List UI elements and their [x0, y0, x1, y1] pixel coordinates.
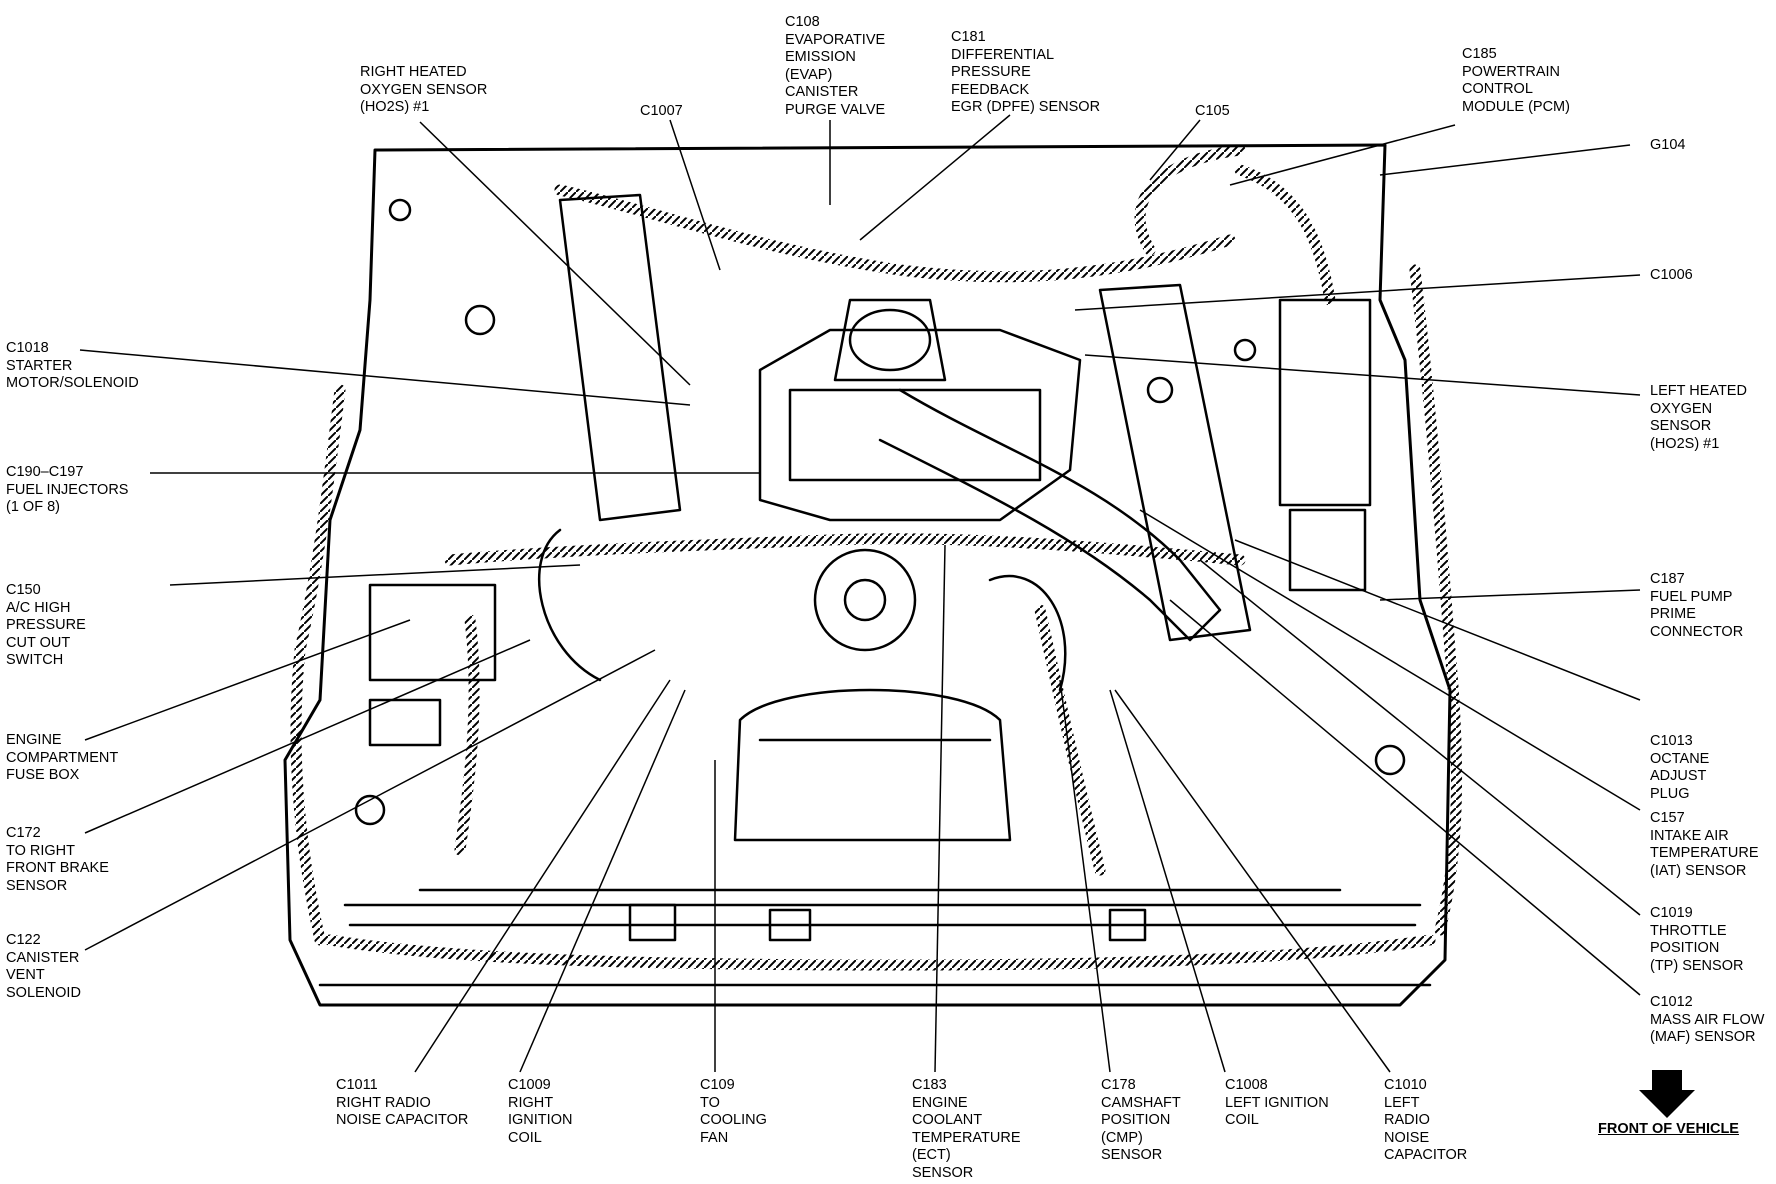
label-c187: C187 FUEL PUMP PRIME CONNECTOR — [1650, 571, 1744, 640]
label-c185: C185 POWERTRAIN CONTROL MODULE (PCM) — [1462, 46, 1570, 115]
label-c122: C122 CANISTER VENT SOLENOID — [6, 932, 81, 1001]
label-c1010: C1010 LEFT RADIO NOISE CAPACITOR — [1384, 1077, 1468, 1163]
label-c183: C183 ENGINE COOLANT TEMPERATURE (ECT) SE… — [912, 1077, 1021, 1181]
label-c172: C172 TO RIGHT FRONT BRAKE SENSOR — [6, 825, 109, 894]
label-c1018: C1018 STARTER MOTOR/SOLENOID — [6, 340, 139, 391]
label-c1012: C1012 MASS AIR FLOW (MAF) SENSOR — [1650, 994, 1765, 1045]
label-c1019: C1019 THROTTLE POSITION (TP) SENSOR — [1650, 905, 1744, 974]
label-c109: C109 TO COOLING FAN — [700, 1077, 767, 1146]
label-c1007: C1007 — [640, 103, 683, 119]
label-c1006: C1006 — [1650, 267, 1693, 283]
label-c1009: C1009 RIGHT IGNITION COIL — [508, 1077, 573, 1146]
label-c1008: C1008 LEFT IGNITION COIL — [1225, 1077, 1329, 1128]
label-c1011: C1011 RIGHT RADIO NOISE CAPACITOR — [336, 1077, 469, 1128]
label-c150: C150 A/C HIGH PRESSURE CUT OUT SWITCH — [6, 582, 86, 668]
label-right-heated-oxygen-sensor: RIGHT HEATED OXYGEN SENSOR (HO2S) #1 — [360, 64, 488, 115]
label-g104: G104 — [1650, 137, 1686, 153]
label-c108: C108 EVAPORATIVE EMISSION (EVAP) CANISTE… — [785, 14, 886, 118]
front-arrow-icon — [1639, 1070, 1695, 1118]
label-c157: C157 INTAKE AIR TEMPERATURE (IAT) SENSOR — [1650, 810, 1759, 879]
label-c178: C178 CAMSHAFT POSITION (CMP) SENSOR — [1101, 1077, 1181, 1163]
front-of-vehicle-label: FRONT OF VEHICLE — [1598, 1121, 1739, 1137]
label-c181: C181 DIFFERENTIAL PRESSURE FEEDBACK EGR … — [951, 29, 1101, 115]
label-c105: C105 — [1195, 103, 1230, 119]
label-c190-c197: C190–C197 FUEL INJECTORS (1 OF 8) — [6, 464, 129, 515]
label-left-heated-oxygen-sensor: LEFT HEATED OXYGEN SENSOR (HO2S) #1 — [1650, 383, 1747, 452]
label-engine-compartment-fuse-box: ENGINE COMPARTMENT FUSE BOX — [6, 732, 119, 783]
label-c1013: C1013 OCTANE ADJUST PLUG — [1650, 733, 1710, 802]
